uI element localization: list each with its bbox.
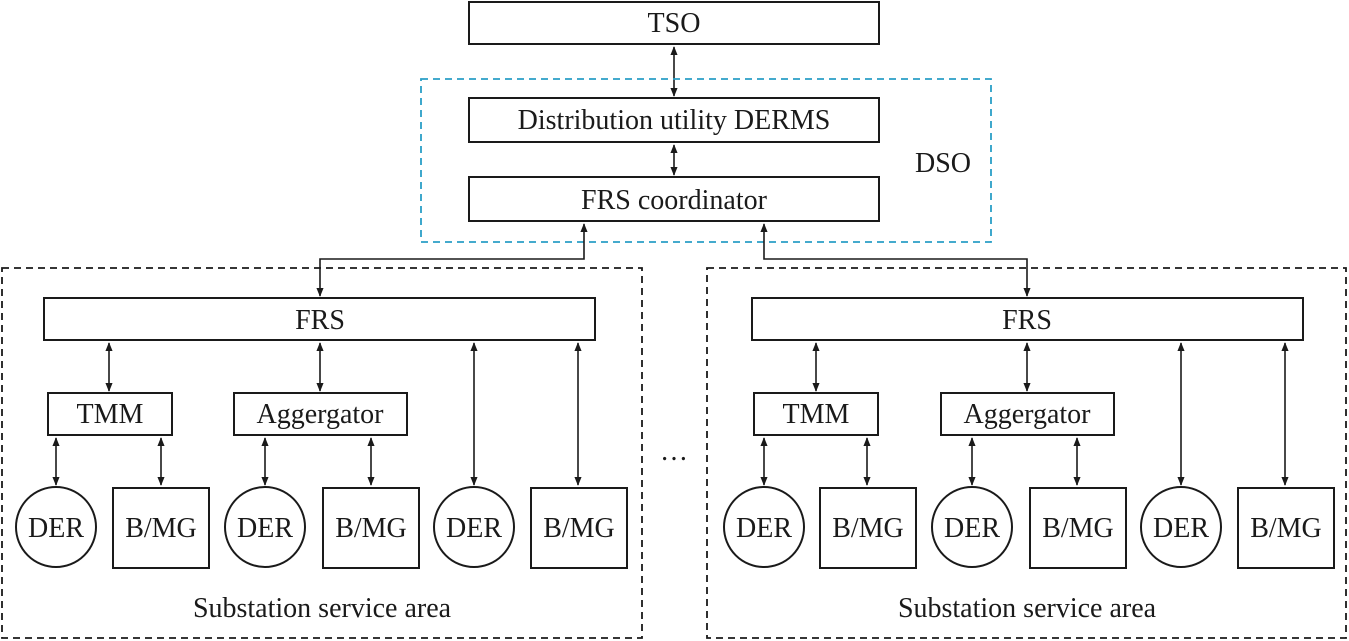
derms-node: Distribution utility DERMS — [468, 97, 880, 143]
area-2-unit-label: DER — [736, 513, 792, 544]
area-2-bmg-unit: B/MG — [819, 487, 917, 569]
area-1-tmm-label: TMM — [77, 399, 144, 430]
tso-label: TSO — [648, 8, 701, 39]
area-2-aggregator-node: Aggergator — [940, 392, 1115, 436]
frs-coordinator-label: FRS coordinator — [581, 185, 768, 216]
area-1-unit-label: B/MG — [335, 513, 407, 544]
area-1-unit-label: DER — [446, 513, 502, 544]
frs-coordinator-node: FRS coordinator — [468, 176, 880, 222]
ellipsis-separator: … — [660, 436, 688, 467]
area-2-tmm-node: TMM — [753, 392, 879, 436]
area-2-der-unit: DER — [1140, 486, 1222, 568]
area-2-unit-label: DER — [944, 513, 1000, 544]
area-2-label: Substation service area — [898, 593, 1157, 624]
area-2-frs-label: FRS — [1002, 305, 1052, 336]
substation-area-2: FRS TMM Aggergator DER B/MG DER — [706, 267, 1347, 639]
area-1-unit-label: DER — [28, 513, 84, 544]
area-1-unit-label: B/MG — [125, 513, 197, 544]
area-2-der-unit: DER — [723, 486, 805, 568]
area-1-aggregator-node: Aggergator — [233, 392, 408, 436]
area-2-unit-label: B/MG — [1042, 513, 1114, 544]
coordinator-area2-connector — [760, 223, 1031, 297]
area-1-bmg-unit: B/MG — [530, 487, 628, 569]
tso-node: TSO — [468, 1, 880, 45]
area-2-tmm-label: TMM — [783, 399, 850, 430]
area-2-der-unit: DER — [931, 486, 1013, 568]
dso-label: DSO — [915, 148, 971, 179]
area-2-unit-label: B/MG — [1250, 513, 1322, 544]
area-2-bmg-unit: B/MG — [1237, 487, 1335, 569]
area-1-unit-label: B/MG — [543, 513, 615, 544]
derms-label: Distribution utility DERMS — [518, 105, 831, 136]
area-1-der-unit: DER — [433, 486, 515, 568]
area-1-aggregator-label: Aggergator — [257, 399, 385, 430]
area-1-bmg-unit: B/MG — [112, 487, 210, 569]
area-1-unit-label: DER — [237, 513, 293, 544]
area-1-frs-label: FRS — [295, 305, 345, 336]
coordinator-area1-connector — [316, 223, 588, 297]
area-1-bmg-unit: B/MG — [322, 487, 420, 569]
area-1-tmm-node: TMM — [47, 392, 173, 436]
area-1-der-unit: DER — [15, 486, 97, 568]
area-1-label: Substation service area — [193, 593, 452, 624]
area-2-frs-node: FRS — [751, 297, 1304, 341]
dso-boundary — [420, 78, 992, 243]
area-1-der-unit: DER — [224, 486, 306, 568]
area-1-frs-node: FRS — [43, 297, 596, 341]
area-2-unit-label: DER — [1153, 513, 1209, 544]
substation-area-1: FRS TMM Aggergator DER B/MG — [1, 267, 643, 639]
area-2-unit-label: B/MG — [832, 513, 904, 544]
area-2-aggregator-label: Aggergator — [964, 399, 1092, 430]
area-2-bmg-unit: B/MG — [1029, 487, 1127, 569]
